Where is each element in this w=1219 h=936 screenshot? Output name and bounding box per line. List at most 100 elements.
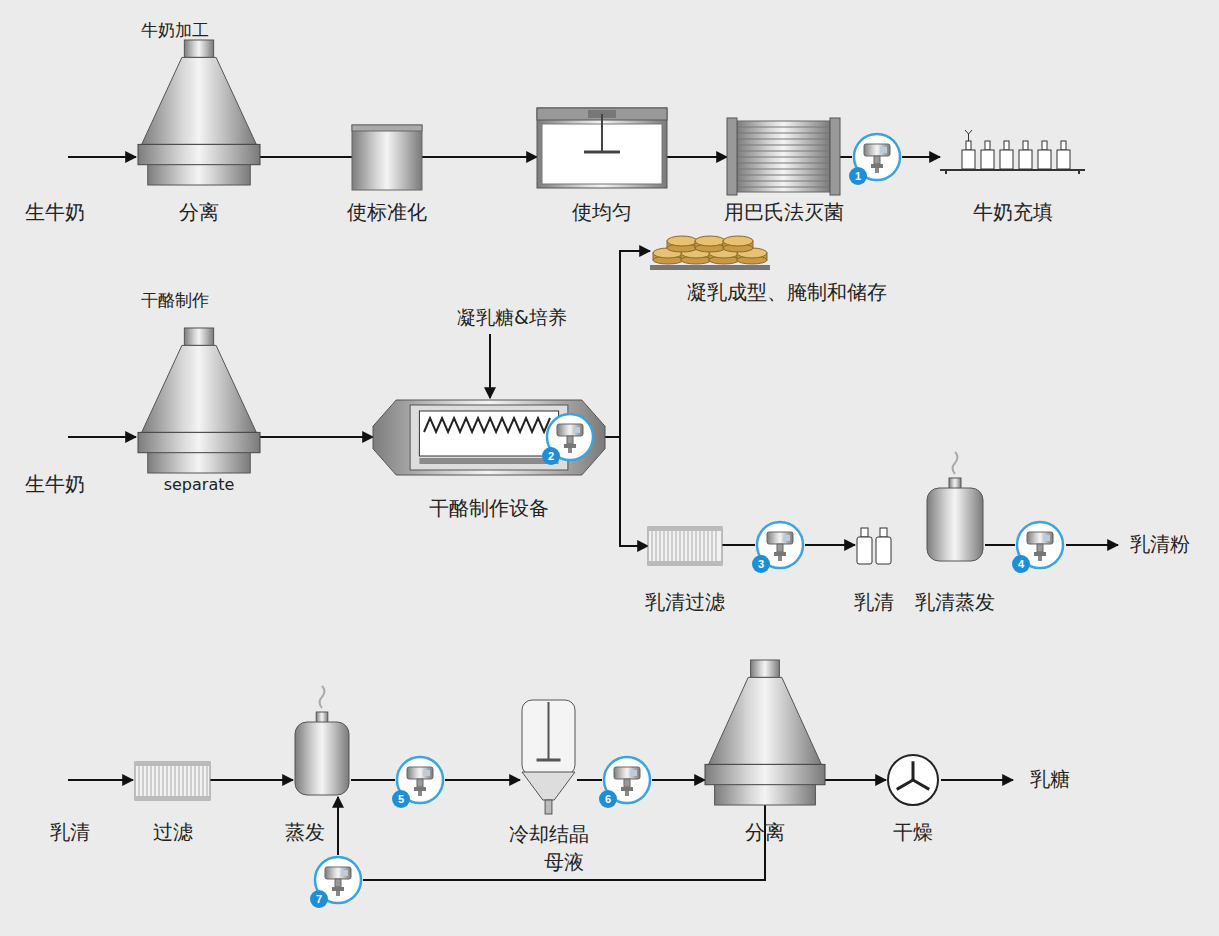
equipment-label: 使均匀 [572,200,632,224]
icon-part [325,867,351,879]
icon-part [660,531,661,561]
icon-part [1042,141,1047,150]
flow-connector [805,544,855,546]
icon-part [668,531,669,561]
icon-part [138,432,260,452]
equipment-node: 干燥 [886,753,940,807]
icon-part [163,766,164,796]
icon-part [568,448,572,453]
icon-part [320,686,325,708]
equipment-label: 干燥 [893,820,933,844]
icon-part [688,531,689,561]
icon-part [139,766,140,796]
equipment-label: 过滤 [153,820,193,844]
flow-connector [577,779,602,781]
icon-part [537,759,561,762]
equipment-label: 分离 [179,200,219,224]
icon-part [352,125,422,190]
icon-part [203,766,204,796]
icon-part [625,791,629,796]
icon-part [148,165,250,185]
equipment-node: 分离 [138,40,260,185]
flow-connector [351,779,395,781]
icon-part [1034,552,1046,556]
icon-part [407,767,433,779]
icon-part [723,236,753,246]
icon-part [684,531,685,561]
input-arrow [68,779,133,781]
icon-part [830,118,840,195]
icon-part [696,531,697,561]
icon-part [573,427,580,433]
equipment-label: separate [164,475,235,494]
icon-part [672,531,673,561]
equipment-label: 用巴氏法灭菌 [724,200,844,224]
icon-part [965,130,972,141]
icon-part [876,537,891,564]
icon-part [187,766,188,796]
icon-part [880,147,887,153]
flow-connector [363,805,765,880]
icon-part [737,187,830,188]
icon-part [410,405,568,470]
flow-connector [595,437,648,546]
icon-part [737,121,830,192]
equipment-label: 乳清 [854,590,894,614]
flow-connector [652,779,705,781]
icon-part [880,528,887,537]
equipment-icon [940,138,1085,174]
icon-part [567,436,573,444]
icon-part [557,424,583,436]
icon-part [183,766,184,796]
equipment-label: 分离 [745,820,785,844]
icon-part [341,870,348,876]
icon-part [207,766,208,796]
icon-part [778,556,782,561]
input-arrow [68,436,136,438]
stream-label: 凝乳糖&培养 [457,306,567,329]
icon-part [419,411,558,456]
icon-part [1027,532,1053,544]
equipment-label: 牛奶充填 [973,200,1053,224]
flow-connector [902,156,940,158]
icon-part [1037,544,1043,552]
icon-part [692,531,693,561]
sensor-node: 6 [602,755,652,805]
icon-part [1078,170,1080,174]
icon-part [135,796,210,800]
icon-part [630,770,637,776]
equipment-label: 蒸发 [285,820,325,844]
stream-label: 生牛奶 [25,472,85,496]
stream-label: 乳糖 [1030,767,1070,791]
stream-label: 生牛奶 [25,200,85,224]
icon-part [184,328,213,345]
icon-part [548,702,550,760]
flow-connector [260,156,352,158]
equipment-node: 蒸发 [293,712,351,797]
stream-label: 乳清粉 [1130,532,1190,556]
icon-part [652,531,653,561]
icon-part [295,722,349,795]
sensor-node: 3 [755,520,805,570]
icon-part [650,265,770,270]
icon-part [864,144,890,156]
icon-part [135,762,210,800]
icon-part [667,236,697,246]
icon-part [184,40,213,57]
equipment-node: 牛奶充填 [940,138,1085,174]
equipment-label: 使标准化 [347,200,427,224]
icon-part [148,453,250,473]
icon-part [767,532,793,544]
icon-part [648,561,722,565]
icon-part [871,164,883,168]
icon-part [545,800,552,814]
icon-part [874,156,880,164]
icon-part [700,531,701,561]
icon-part [1023,141,1028,150]
icon-part [704,531,705,561]
equipment-icon [293,712,351,797]
icon-part [875,168,879,173]
icon-part [621,787,633,791]
equipment-icon [925,478,985,563]
icon-part [147,766,148,796]
